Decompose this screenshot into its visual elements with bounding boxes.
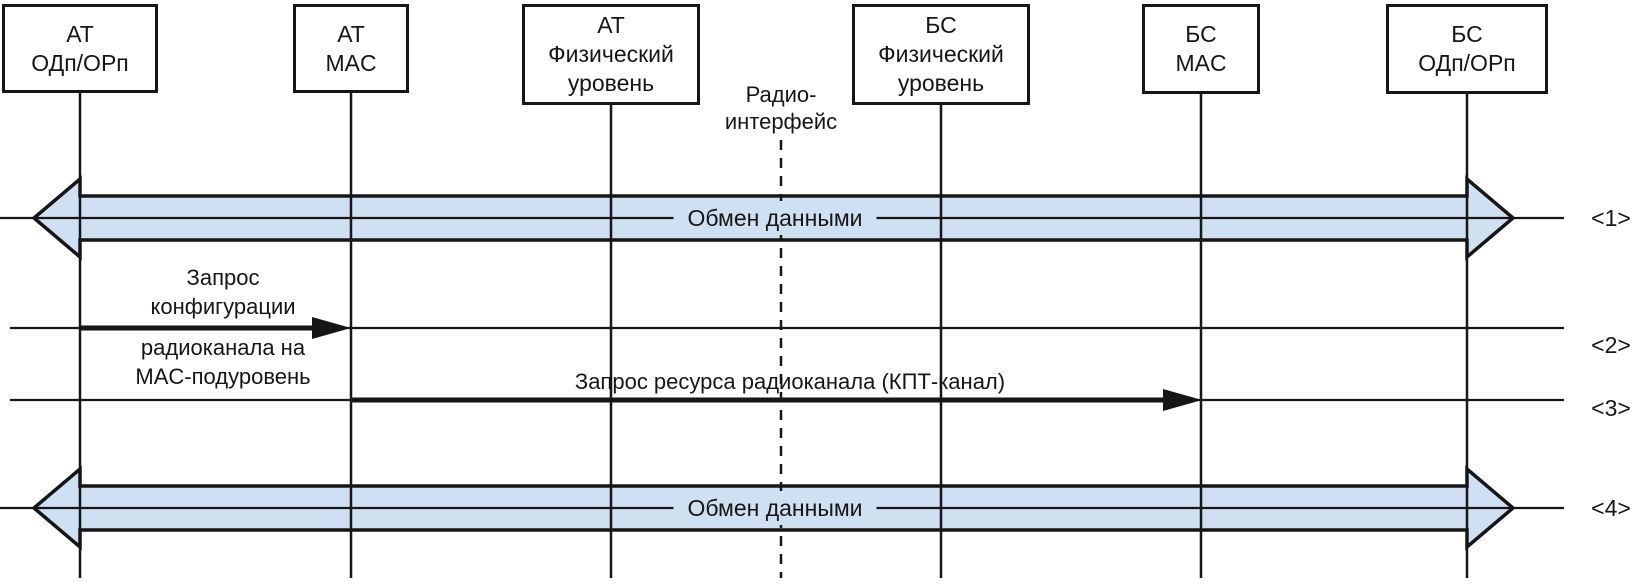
radio-interface-label: Радио- интерфейс (724, 82, 838, 134)
message-label-3: Запрос ресурса радиоканала (КПТ-канал) (574, 369, 1006, 394)
sequence-number-2: <2> (1591, 332, 1631, 358)
message-arrow-2-head (312, 317, 351, 339)
sequence-number-3: <3> (1591, 395, 1631, 421)
entity-box-at-mac: АТ MAC (293, 4, 409, 93)
entity-box-bs-odp-orp: БС ОДп/ОРп (1386, 4, 1548, 94)
entity-box-at-odp-orp: АТ ОДп/ОРп (2, 4, 158, 93)
entity-box-at-phy: АТ Физический уровень (522, 4, 700, 105)
message-label-2-bottom: радиоканала на MAC-подуровень (135, 335, 311, 389)
entity-box-bs-mac: БС MAC (1142, 4, 1260, 94)
message-label-4: Обмен данными (673, 491, 877, 525)
entity-box-bs-phy: БС Физический уровень (852, 4, 1030, 105)
message-label-2-top: Запрос конфигурации (150, 265, 296, 319)
message-arrow-3-head (1163, 389, 1202, 411)
message-label-1: Обмен данными (673, 201, 877, 235)
sequence-number-1: <1> (1591, 205, 1631, 231)
sequence-number-4: <4> (1591, 495, 1631, 521)
